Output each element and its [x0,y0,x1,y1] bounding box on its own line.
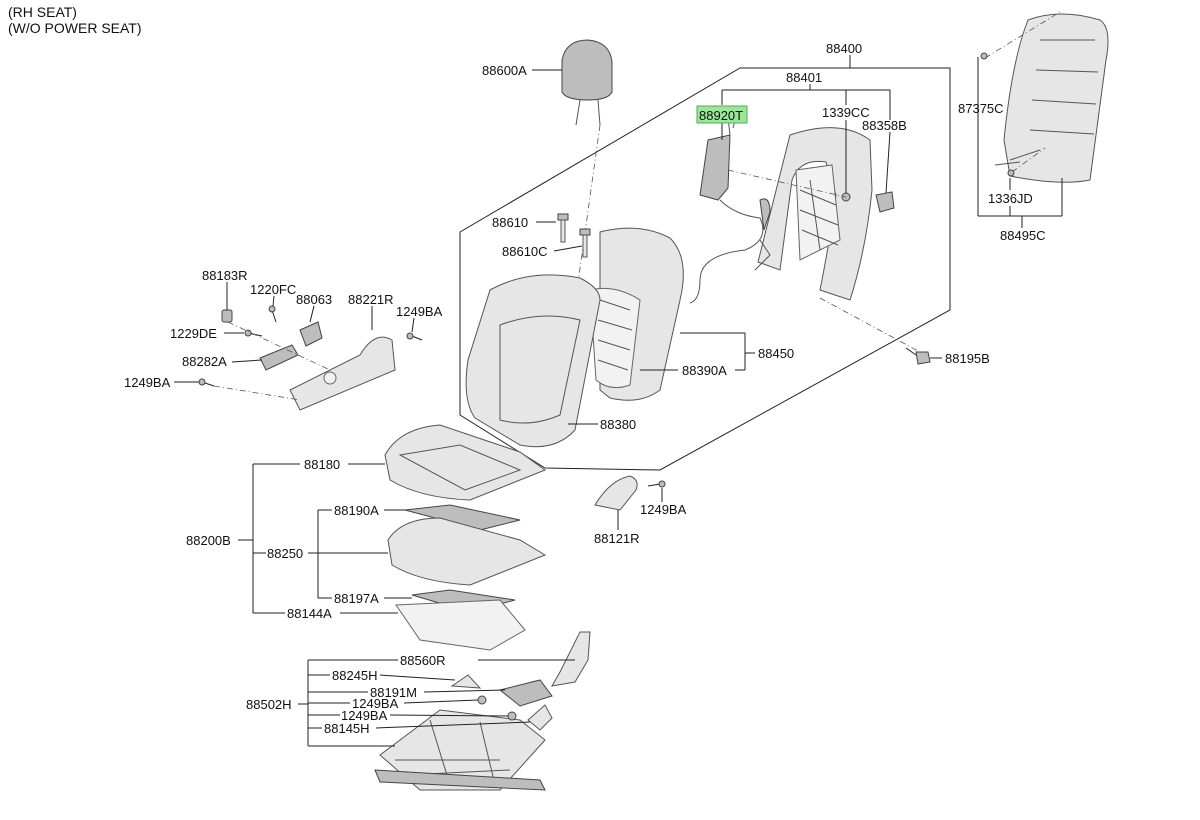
label-88183R[interactable]: 88183R [202,268,248,283]
label-88600A[interactable]: 88600A [482,63,527,78]
side-shield-88221R[interactable] [289,336,396,411]
back-cover-88495C[interactable] [994,13,1109,183]
seatback-frame-88401[interactable] [754,127,873,301]
bracket-88358B[interactable] [875,191,895,213]
label-88245H[interactable]: 88245H [332,668,378,683]
screw-1249BA-88121R[interactable] [647,480,666,488]
label-88180[interactable]: 88180 [304,457,340,472]
side-airbag-88920T[interactable] [689,115,764,304]
label-88121R[interactable]: 88121R [594,531,640,546]
screw-1249BA-track-a[interactable] [477,695,487,705]
label-88145H[interactable]: 88145H [324,721,370,736]
label-88358B[interactable]: 88358B [862,118,907,133]
label-1336JD[interactable]: 1336JD [988,191,1033,206]
label-88610C[interactable]: 88610C [502,244,548,259]
cover-88063[interactable] [299,321,323,347]
label-88450[interactable]: 88450 [758,346,794,361]
label-1249BA-88121R[interactable]: 1249BA [640,502,687,517]
label-88502H[interactable]: 88502H [246,697,292,712]
label-88200B[interactable]: 88200B [186,533,231,548]
screw-1249BA-side-b[interactable] [198,378,215,387]
clip-87375C[interactable] [980,52,988,60]
cushion-pad-88250[interactable] [387,517,547,586]
seat-back-assembly-box [459,67,951,471]
label-1249BA-track-a[interactable]: 1249BA [352,696,399,711]
screw-1220FC[interactable] [268,305,277,323]
label-88401[interactable]: 88401 [786,70,822,85]
cushion-cover-88180[interactable] [384,424,547,501]
bracket-88560R[interactable] [551,631,591,687]
back-pad-88390A[interactable] [589,227,684,401]
headrest-88600A[interactable] [561,39,613,126]
back-cover-88380[interactable] [465,274,601,448]
headrest-guide-88610[interactable] [557,213,569,243]
lever-88282A[interactable] [259,344,299,371]
label-88560R[interactable]: 88560R [400,653,446,668]
label-1249BA-track-b[interactable]: 1249BA [341,708,388,723]
label-88610[interactable]: 88610 [492,215,528,230]
screw-1229DE[interactable] [244,329,263,337]
bracket-88245H[interactable] [450,674,482,689]
label-1339CC[interactable]: 1339CC [822,105,870,120]
screw-1249BA-track-b[interactable] [507,711,517,721]
header-wo-power-seat: (W/O POWER SEAT) [8,20,142,36]
lever-88145H[interactable] [527,704,553,731]
header-rh-seat: (RH SEAT) [8,4,77,20]
label-88390A[interactable]: 88390A [682,363,727,378]
label-88190A[interactable]: 88190A [334,503,379,518]
mechanism-88191M[interactable] [498,679,553,707]
label-88282A[interactable]: 88282A [182,354,227,369]
label-87375C[interactable]: 87375C [958,101,1004,116]
bolt-88195B[interactable] [905,347,931,365]
screw-1249BA-side-a[interactable] [406,332,423,341]
cushion-panel-88144A[interactable] [395,599,526,651]
label-88191M[interactable]: 88191M [370,685,417,700]
label-88063[interactable]: 88063 [296,292,332,307]
cover-88183R[interactable] [221,309,233,323]
label-88195B[interactable]: 88195B [945,351,990,366]
label-88197A[interactable]: 88197A [334,591,379,606]
label-1229DE[interactable]: 1229DE [170,326,217,341]
label-88495C[interactable]: 88495C [1000,228,1046,243]
label-88920T[interactable]: 88920T [699,108,743,123]
label-88380[interactable]: 88380 [600,417,636,432]
highlight-88920T [696,105,748,124]
seat-track-frame-88502H[interactable] [374,709,546,791]
clip-1336JD[interactable] [1007,169,1015,177]
label-1220FC[interactable]: 1220FC [250,282,296,297]
label-88221R[interactable]: 88221R [348,292,394,307]
label-1249BA-side-b[interactable]: 1249BA [124,375,171,390]
headrest-guide-88610C[interactable] [579,228,591,258]
label-88400[interactable]: 88400 [826,41,862,56]
label-88250[interactable]: 88250 [267,546,303,561]
cover-88121R[interactable] [594,475,638,511]
label-88144A[interactable]: 88144A [287,606,332,621]
label-1249BA-side-a[interactable]: 1249BA [396,304,443,319]
